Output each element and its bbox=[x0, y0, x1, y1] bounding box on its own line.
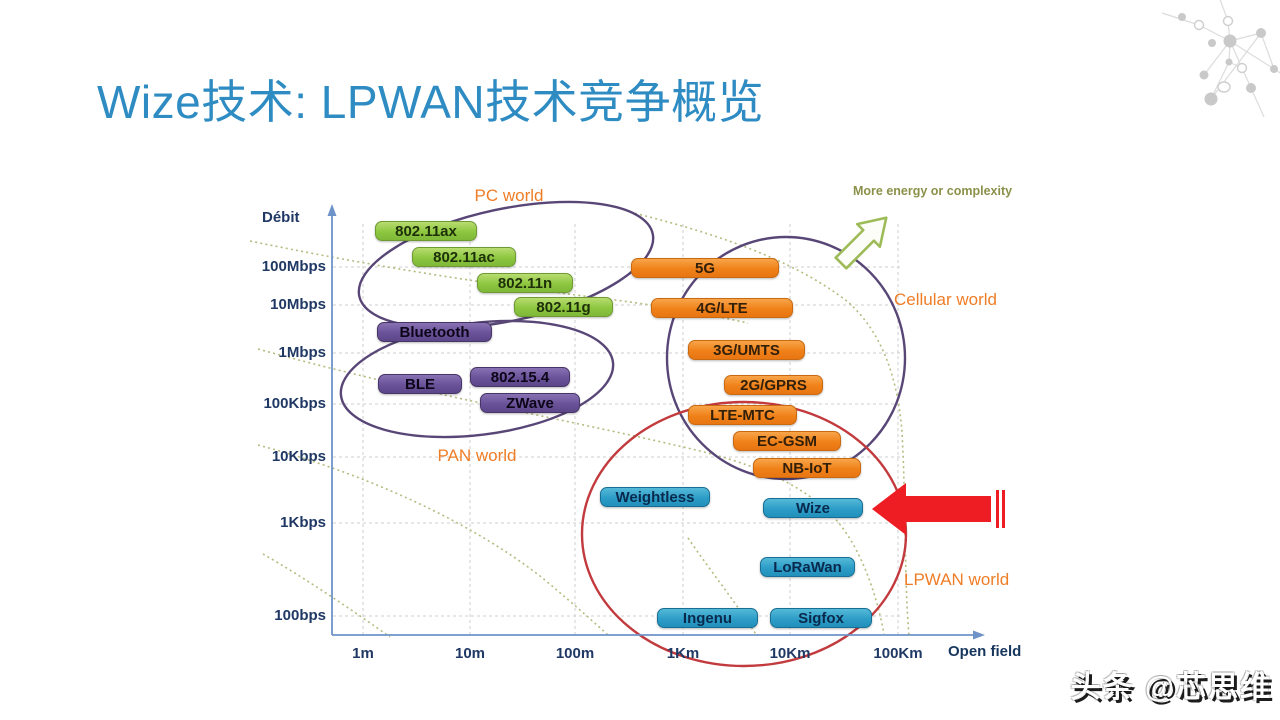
tech-box-2g-gprs: 2G/GPRS bbox=[724, 375, 823, 395]
tech-box-sigfox: Sigfox bbox=[770, 608, 872, 628]
tech-box-bluetooth: Bluetooth bbox=[377, 322, 492, 342]
tech-box-weightless: Weightless bbox=[600, 487, 710, 507]
x-tick-10m: 10m bbox=[454, 645, 486, 662]
x-tick-10km: 10Km bbox=[769, 645, 811, 662]
y-tick-1kbps: 1Kbps bbox=[280, 514, 326, 531]
lpwan-world-label: LPWAN world bbox=[904, 570, 1010, 589]
y-tick-1mbps: 1Mbps bbox=[278, 344, 326, 361]
tech-box-5g: 5G bbox=[631, 258, 779, 278]
y-tick-10kbps: 10Kbps bbox=[271, 448, 326, 465]
x-axis-arrowhead bbox=[973, 630, 985, 640]
energy-annotation: More energy or complexity bbox=[853, 184, 1013, 198]
wize-highlight-arrow-icon bbox=[872, 483, 1005, 535]
y-axis-arrowhead bbox=[327, 204, 337, 216]
tech-box-zwave: ZWave bbox=[480, 393, 580, 413]
tech-box-3g-umts: 3G/UMTS bbox=[688, 340, 805, 360]
axes bbox=[327, 204, 985, 640]
tech-box-802-15-4: 802.15.4 bbox=[470, 367, 570, 387]
y-tick-100mbps: 100Mbps bbox=[261, 258, 326, 275]
cellular-world-label: Cellular world bbox=[894, 290, 997, 309]
energy-arrow-icon bbox=[834, 216, 888, 270]
tech-box-802-11g: 802.11g bbox=[514, 297, 613, 317]
tech-box-wize: Wize bbox=[763, 498, 863, 518]
tech-box-ingenu: Ingenu bbox=[657, 608, 758, 628]
tech-box-ble: BLE bbox=[378, 374, 462, 394]
tech-box-ec-gsm: EC-GSM bbox=[733, 431, 841, 451]
tech-box-4g-lte: 4G/LTE bbox=[651, 298, 793, 318]
x-tick-100km: 100Km bbox=[873, 645, 923, 662]
watermark: 头条 @芯思维 bbox=[1070, 671, 1272, 704]
tech-box-lte-mtc: LTE-MTC bbox=[688, 405, 797, 425]
x-tick-1km: 1Km bbox=[666, 645, 700, 662]
tech-box-802-11n: 802.11n bbox=[477, 273, 573, 293]
pan-world-label: PAN world bbox=[437, 446, 517, 465]
y-tick-100bps: 100bps bbox=[274, 607, 326, 624]
x-axis-end-label: Open field bbox=[948, 643, 1022, 660]
slide-title: Wize技术: LPWAN技术竞争概览 bbox=[97, 76, 765, 128]
y-axis-label: Débit bbox=[262, 209, 300, 226]
network-graphic-icon bbox=[1161, 0, 1280, 118]
tech-box-lorawan: LoRaWan bbox=[760, 557, 855, 577]
tech-box-nb-iot: NB-IoT bbox=[753, 458, 861, 478]
pc-world-label: PC world bbox=[474, 186, 544, 205]
y-tick-100kbps: 100Kbps bbox=[263, 395, 326, 412]
tech-box-802-11ac: 802.11ac bbox=[412, 247, 516, 267]
x-tick-1m: 1m bbox=[352, 645, 374, 662]
tech-box-802-11ax: 802.11ax bbox=[375, 221, 477, 241]
cellular-world-ellipse bbox=[665, 235, 907, 481]
x-tick-100m: 100m bbox=[555, 645, 595, 662]
y-tick-10mbps: 10Mbps bbox=[270, 296, 326, 313]
